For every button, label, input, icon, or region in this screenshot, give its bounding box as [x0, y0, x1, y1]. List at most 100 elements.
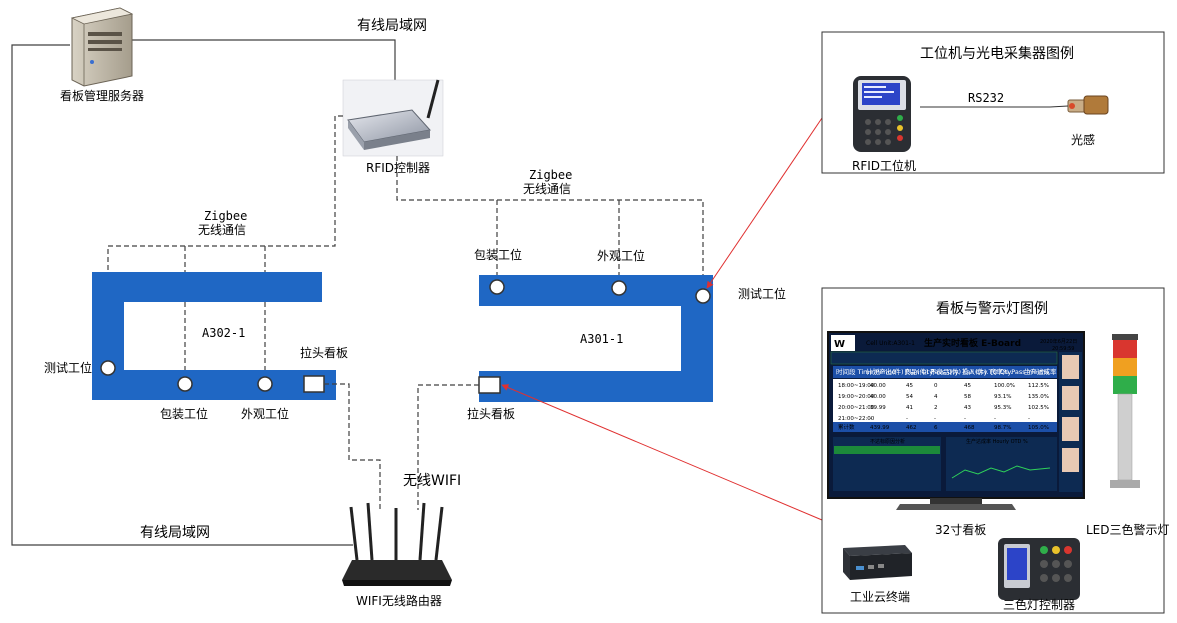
station-test-right [695, 288, 711, 304]
line-a301-belt [479, 275, 713, 402]
station-visual-left [257, 376, 273, 392]
station-visual-left-label: 外观工位 [241, 406, 289, 421]
eboard-row-3-cell: - [870, 416, 872, 422]
legend-bottom-title: 看板与警示灯图例 [936, 301, 1048, 317]
eboard-total-cell: 105.0% [1028, 425, 1049, 431]
line-a302-label: A302-1 [202, 326, 245, 340]
station-pack-right-label: 包装工位 [474, 247, 522, 262]
eboard-row-2-cell: 2 [934, 405, 938, 411]
rfid-terminal-label: RFID工位机 [852, 158, 916, 173]
led-lamp-caption: LED三色警示灯 [1086, 522, 1170, 537]
eboard-header-0: 时间段 Time Period [836, 367, 896, 376]
eboard-total-cell: 468 [964, 425, 975, 431]
station-test-left-label: 测试工位 [44, 360, 92, 375]
light-sensor-icon [1049, 95, 1109, 115]
eboard-row-2-cell: 102.5% [1028, 405, 1049, 411]
eboard-row-0-cell: 100.0% [994, 383, 1015, 389]
led-tower-lamp-icon [1110, 334, 1140, 488]
wifi-links [324, 383, 479, 510]
server-label: 看板管理服务器 [60, 88, 144, 103]
eboard-total-cell: 累计数 [838, 423, 855, 431]
wired-lan-label-bottom: 有线局域网 [140, 525, 210, 541]
eboard-row-3-cell: - [906, 416, 908, 422]
eboard-row-0-cell: 45 [964, 383, 971, 389]
eboard-title: 生产实时看板 E-Board [924, 337, 1021, 349]
rs232-label: RS232 [968, 91, 1004, 105]
eboard-header-4: 投入(件) TO Qty. [962, 367, 1012, 376]
line-a301-label: A301-1 [580, 332, 623, 346]
light-sensor-label: 光感 [1071, 132, 1095, 147]
pull-board-left [303, 375, 325, 393]
rfid-terminal-icon [853, 76, 911, 152]
zigbee-left-label-2: 无线通信 [198, 223, 246, 237]
eboard-row-1-cell: 54 [906, 394, 913, 400]
router-label: WIFI无线路由器 [356, 593, 442, 608]
eboard-row-1-cell: 19:00~20:00 [838, 394, 875, 400]
svg-text:W: W [834, 339, 845, 350]
eboard-row-2-cell: 20:00~21:00 [838, 405, 875, 411]
eboard-header-6: 生产达成率 OTD% [1024, 367, 1079, 376]
eboard-row-3-cell: - [934, 416, 936, 422]
callout-arrow-bottom [501, 384, 823, 521]
eboard-cell: Cell Unit:A301-1 [866, 340, 915, 347]
rfid-controller-icon [342, 79, 444, 157]
eboard-row-1-cell: 4 [934, 394, 938, 400]
eboard-row-0-cell: 18:00~19:00 [838, 383, 875, 389]
eboard-time: 20:59:59 [1052, 346, 1074, 352]
zigbee-right-label-1: Zigbee [529, 168, 572, 182]
eboard-header-2: 良品(件) Pass Qty. [904, 367, 960, 376]
pull-board-right [478, 376, 501, 394]
eboard-row-3-cell: 21:00~22:00 [838, 416, 875, 422]
station-visual-right-label: 外观工位 [597, 248, 645, 263]
eboard-header-1: 计划产出(件) Plan Qty. [866, 367, 934, 376]
pull-board-left-label: 拉头看板 [300, 345, 348, 360]
wired-lan-links [11, 39, 396, 546]
station-pack-left-label: 包装工位 [160, 406, 208, 421]
station-test-right-label: 测试工位 [738, 286, 786, 301]
server-icon [70, 7, 134, 87]
eboard-row-3-cell: - [964, 416, 966, 422]
cloud-terminal-caption: 工业云终端 [850, 589, 910, 604]
callout-arrow-top [706, 117, 823, 289]
eboard-row-3-cell: - [994, 416, 996, 422]
eboard-monitor: W Cell Unit:A301-1 生产实时看板 E-Board 2020年6… [827, 331, 1085, 510]
eboard-row-1-cell: 40.00 [870, 394, 886, 400]
lamp-controller-icon [998, 538, 1080, 600]
eboard-row-2-cell: 41 [906, 405, 913, 411]
eboard-total-cell: 462 [906, 425, 917, 431]
lamp-controller-caption: 三色灯控制器 [1003, 598, 1075, 612]
eboard-total-cell: 6 [934, 425, 938, 431]
wired-lan-label-top: 有线局域网 [357, 18, 427, 34]
eboard-headers: 时间段 Time Period 计划产出(件) Plan Qty. 良品(件) … [836, 367, 1079, 376]
legend-top-title: 工位机与光电采集器图例 [920, 45, 1074, 62]
station-visual-right [611, 280, 627, 296]
eboard-header-5: 良率% Pass Yield% [990, 367, 1049, 376]
cloud-terminal-icon [843, 545, 912, 580]
eboard-row-0-cell: 112.5% [1028, 383, 1049, 389]
eboard-row-1-cell: 58 [964, 394, 971, 400]
station-test-left [100, 360, 116, 376]
rfid-controller-label: RFID控制器 [366, 161, 430, 175]
eboard-row-0-cell: 0 [934, 383, 938, 389]
eboard-sub-right: 生产达成率 Hourly OTD % [966, 438, 1028, 445]
eboard-row-0-cell: 40.00 [870, 383, 886, 389]
eboard-row-2-cell: 39.99 [870, 405, 886, 411]
eboard-row-3-cell: - [1028, 416, 1030, 422]
eboard-caption: 32寸看板 [935, 523, 986, 537]
router-icon [342, 502, 452, 586]
eboard-date: 2020年6月22日 [1040, 338, 1077, 345]
eboard-row-1-cell: 135.0% [1028, 394, 1049, 400]
eboard-row-1-cell: 93.1% [994, 394, 1011, 400]
wifi-label: 无线WIFI [403, 473, 461, 489]
zigbee-right-label-2: 无线通信 [523, 182, 571, 196]
eboard-row-2-cell: 95.3% [994, 405, 1011, 411]
eboard-header-3: 不良品(件) Fail Qty. [930, 367, 989, 376]
station-pack-right [489, 279, 505, 295]
pull-board-right-label: 拉头看板 [467, 406, 515, 421]
eboard-total-cell: 98.7% [994, 425, 1011, 431]
eboard-sub-left: 不达标原因分析 [870, 438, 905, 445]
eboard-row-0-cell: 45 [906, 383, 913, 389]
station-pack-left [177, 376, 193, 392]
